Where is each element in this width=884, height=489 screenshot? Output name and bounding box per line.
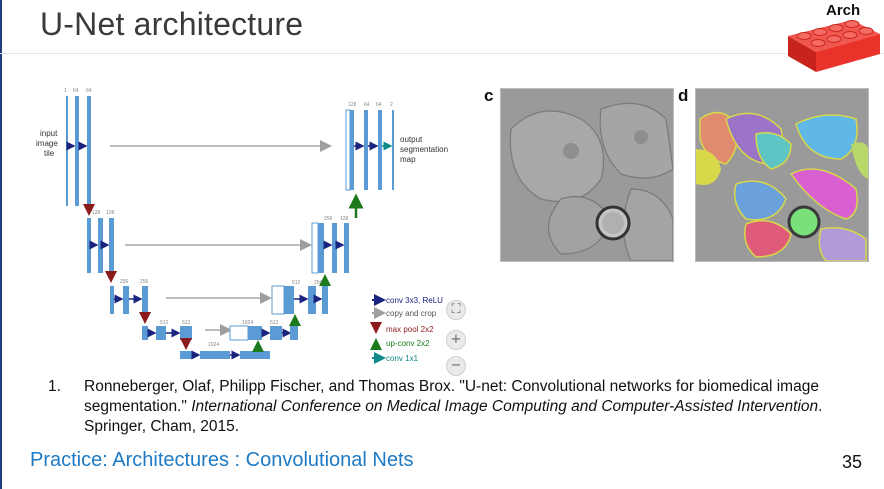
channel-count: 128 bbox=[106, 210, 115, 216]
input-label-2: image bbox=[36, 139, 58, 148]
feature-map bbox=[322, 286, 328, 314]
reference-text: Ronneberger, Olaf, Philipp Fischer, and … bbox=[84, 377, 859, 437]
channel-count: 64 bbox=[86, 88, 92, 94]
feature-map bbox=[142, 326, 148, 340]
feature-map bbox=[87, 218, 91, 273]
legend-pool: max pool 2x2 bbox=[386, 325, 434, 334]
reference-authors: Ronneberger, Olaf, Philipp Fischer, and … bbox=[84, 378, 819, 415]
legend: conv 3x3, ReLU copy and crop max pool 2x… bbox=[370, 294, 443, 364]
feature-map bbox=[98, 218, 103, 273]
zoom-in-icon[interactable]: + bbox=[446, 330, 466, 350]
feature-map bbox=[318, 223, 324, 273]
feature-map bbox=[364, 110, 368, 190]
input-label-3: tile bbox=[44, 149, 55, 158]
page-number: 35 bbox=[842, 452, 863, 472]
feature-map bbox=[156, 326, 166, 340]
output-label-3: map bbox=[400, 155, 416, 164]
microscopy-image bbox=[500, 88, 674, 262]
legend-conv1x1: conv 1x1 bbox=[386, 354, 419, 363]
channel-count: 128 bbox=[340, 216, 349, 222]
reference-venue: International Conference on Medical Imag… bbox=[191, 398, 819, 415]
unet-diagram: input image tile 1 64 64 128 128 256 256 bbox=[36, 88, 448, 364]
channel-count: 1024 bbox=[208, 342, 219, 348]
feature-map bbox=[378, 110, 382, 190]
channel-count: 1 bbox=[64, 88, 67, 94]
channel-count: 512 bbox=[160, 320, 169, 326]
input-label: input bbox=[40, 129, 58, 138]
feature-map bbox=[180, 351, 192, 359]
lego-brick-icon bbox=[788, 20, 880, 72]
feature-map bbox=[284, 286, 294, 314]
arch-badge-label: Arch bbox=[826, 2, 861, 19]
feature-map bbox=[350, 110, 354, 190]
feature-map bbox=[344, 223, 349, 273]
slide-edge-bar bbox=[0, 0, 2, 489]
reference-number: 1. bbox=[48, 378, 61, 395]
feature-map bbox=[180, 326, 192, 340]
feature-map bbox=[200, 351, 230, 359]
channel-count: 256 bbox=[324, 216, 333, 222]
feature-map bbox=[311, 222, 319, 274]
feature-map bbox=[392, 110, 394, 190]
channel-count: 2 bbox=[390, 102, 393, 108]
panel-c-letter: c bbox=[484, 86, 494, 105]
output-label-2: segmentation bbox=[400, 145, 448, 154]
feature-map bbox=[87, 96, 91, 206]
reference-tail: . Springer, Cham, 2015. bbox=[84, 398, 823, 435]
channel-count: 64 bbox=[364, 102, 370, 108]
channel-count: 512 bbox=[182, 320, 191, 326]
legend-conv: conv 3x3, ReLU bbox=[386, 296, 443, 305]
channel-count: 128 bbox=[92, 210, 101, 216]
panel-d-letter: d bbox=[678, 86, 689, 105]
channel-count: 256 bbox=[314, 280, 323, 286]
channel-count: 256 bbox=[120, 279, 129, 285]
channel-count: 1024 bbox=[242, 320, 253, 326]
channel-count: 256 bbox=[140, 279, 149, 285]
channel-count: 64 bbox=[73, 88, 79, 94]
footer-section-title: Practice: Architectures : Convolutional … bbox=[30, 449, 414, 471]
channel-count: 512 bbox=[292, 280, 301, 286]
feature-map bbox=[271, 285, 285, 315]
title-divider bbox=[0, 53, 884, 54]
segmentation-image bbox=[695, 88, 869, 262]
feature-map bbox=[248, 326, 262, 340]
feature-map bbox=[123, 286, 129, 314]
feature-map bbox=[66, 96, 68, 206]
feature-map bbox=[345, 109, 351, 191]
output-label: output bbox=[400, 135, 423, 144]
feature-map bbox=[109, 218, 114, 273]
legend-copy: copy and crop bbox=[386, 309, 437, 318]
feature-map bbox=[240, 351, 270, 359]
fit-view-icon[interactable]: ⛶ bbox=[446, 300, 466, 320]
feature-map bbox=[332, 223, 337, 273]
channel-count: 512 bbox=[270, 320, 279, 326]
feature-map bbox=[75, 96, 79, 206]
feature-map bbox=[229, 325, 249, 341]
feature-map bbox=[110, 286, 114, 314]
zoom-out-icon[interactable]: − bbox=[446, 356, 466, 376]
slide-title: U-Net architecture bbox=[40, 6, 304, 42]
legend-upconv: up-conv 2x2 bbox=[386, 339, 430, 348]
channel-count: 128 bbox=[348, 102, 357, 108]
feature-map bbox=[270, 326, 282, 340]
feature-map bbox=[142, 286, 148, 314]
feature-map bbox=[290, 326, 298, 340]
feature-map bbox=[308, 286, 316, 314]
channel-count: 64 bbox=[376, 102, 382, 108]
